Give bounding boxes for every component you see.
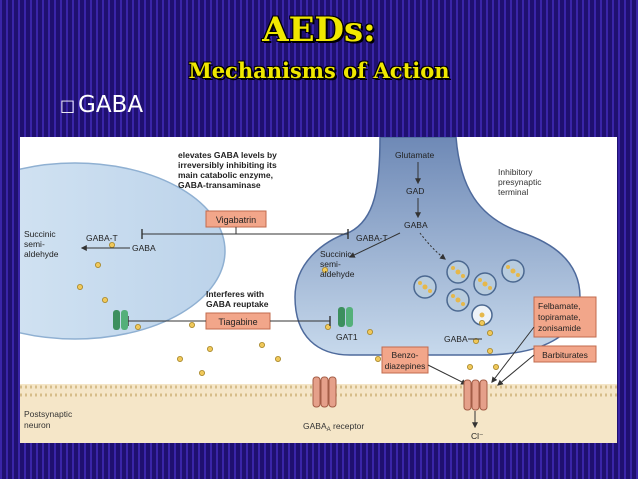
vigabatrin-note-1: elevates GABA levels by [178,150,277,160]
benzo-2: diazepines [385,361,426,371]
vigabatrin-note-3: main catabolic enzyme, [178,170,273,180]
cleft-gaba-label: GABA [444,334,468,344]
benzo-1: Benzo- [392,350,419,360]
glial-gaba-label: GABA [132,243,156,253]
chloride-label: Cl⁻ [471,431,484,441]
gaba-molecules [77,242,499,376]
inhibitory-1: Inhibitory [498,167,533,177]
pre-gabat-label: GABA-T [356,233,388,243]
benzo-arrow [427,364,468,385]
glutamate-label: Glutamate [395,150,434,160]
tiagabine-note-1: Interferes with [206,289,264,299]
glial-succinic-3: aldehyde [24,249,59,259]
postsynaptic-2: neuron [24,420,51,430]
gat1-label: GAT1 [336,332,358,342]
bullet-item: □GABA [60,92,143,118]
felbamate-arrow [491,326,535,383]
gaba-vesicle-arrow [419,232,446,260]
inhibitory-3: terminal [498,187,528,197]
presynaptic-terminal [294,136,581,356]
pre-succinic-1: Succinic [320,249,352,259]
benzodiazepines-box [381,346,429,374]
slide-subtitle: Mechanisms of Action [188,58,450,83]
pre-succinic-3: aldehyde [320,269,355,279]
felbamate-2: topiramate, [538,312,581,322]
glial-cell [0,162,226,340]
gabaa-receptor-2 [463,379,488,411]
diagram-svg: elevates GABA levels by irreversibly inh… [0,136,617,443]
receptor-label: GABAA receptor [303,421,364,433]
vigabatrin-note-4: GABA-transaminase [178,180,261,190]
slide-title: AEDs: [262,10,376,50]
glial-succinic-2: semi- [24,239,45,249]
bullet-marker-icon: □ [60,96,76,115]
tiagabine-note-2: GABA reuptake [206,299,269,309]
barbiturates-label: Barbiturates [542,350,588,360]
inhibitory-2: presynaptic [498,177,542,187]
postsynaptic-1: Postsynaptic [24,409,73,419]
vigabatrin-label: Vigabatrin [216,215,256,225]
tiagabine-label: Tiagabine [218,317,257,327]
glial-succinic-1: Succinic [24,229,56,239]
synaptic-vesicles [413,259,525,326]
pre-succinic-2: semi- [320,259,341,269]
barbiturates-arrow [497,354,535,386]
barbiturates-box [533,345,597,363]
gad-label: GAD [406,186,424,196]
pre-gabat-arrow [348,232,401,258]
felbamate-1: Felbamate, [538,301,581,311]
gat1-transporter [338,307,353,327]
pre-gaba-label: GABA [404,220,428,230]
bullet-text: GABA [78,92,144,118]
gaba-mechanism-diagram: elevates GABA levels by irreversibly inh… [0,136,617,443]
glial-gabat-label: GABA-T [86,233,118,243]
gabaa-receptor [312,376,337,408]
felbamate-box [533,296,597,338]
felbamate-3: zonisamide [538,323,581,333]
vigabatrin-note-2: irreversibly inhibiting its [178,160,277,170]
glial-gaba-transporter [113,310,128,330]
